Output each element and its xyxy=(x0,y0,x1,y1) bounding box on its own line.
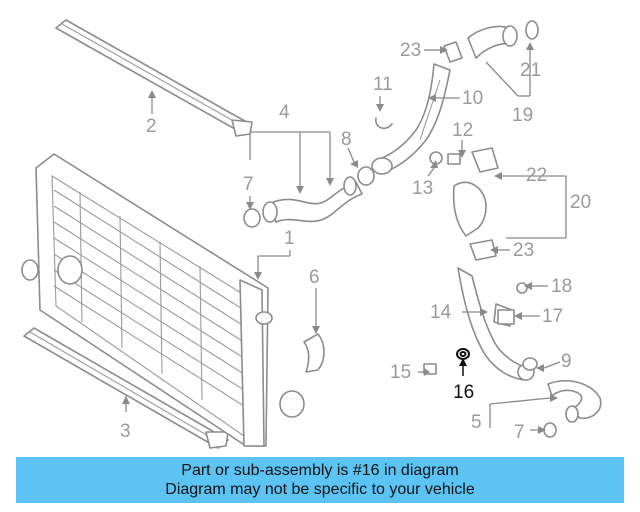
callout-22: 22 xyxy=(526,165,547,186)
part-lower-air-guide-rail xyxy=(23,327,229,449)
callout-13: 13 xyxy=(412,178,433,199)
callout-17: 17 xyxy=(542,306,563,327)
part-intercooler xyxy=(21,153,305,447)
part-charge-air-pipe xyxy=(371,63,451,175)
callout-4: 4 xyxy=(279,102,290,123)
callout-numbers: 2 3 1 6 4 7 8 11 10 23 21 19 12 13 22 20… xyxy=(120,40,591,443)
callout-18: 18 xyxy=(551,276,572,297)
part-intermediate-duct xyxy=(452,147,499,261)
callout-21: 21 xyxy=(520,60,541,81)
callout-23-bottom: 23 xyxy=(513,240,534,261)
callout-15: 15 xyxy=(390,362,411,383)
callout-5: 5 xyxy=(471,412,482,433)
callout-20: 20 xyxy=(570,192,591,213)
banner-disclaimer: Diagram may not be specific to your vehi… xyxy=(165,481,475,498)
callout-14: 14 xyxy=(430,302,452,323)
callout-11: 11 xyxy=(373,74,393,95)
part-retaining-clip xyxy=(375,117,393,130)
part-screw xyxy=(516,282,528,294)
callout-2: 2 xyxy=(146,116,157,137)
part-sensor xyxy=(497,309,515,325)
part-bracket xyxy=(303,333,325,373)
part-bolt-and-nut xyxy=(429,151,461,165)
part-charge-air-hose-left xyxy=(262,176,363,223)
part-hose-clamp xyxy=(522,357,538,371)
callout-10: 10 xyxy=(462,88,483,109)
callout-16: 16 xyxy=(453,382,474,403)
callout-8: 8 xyxy=(341,129,352,150)
part-o-ring-left xyxy=(243,208,261,228)
callout-7-right: 7 xyxy=(514,422,525,443)
callout-3: 3 xyxy=(120,421,131,442)
callout-12: 12 xyxy=(452,120,473,141)
part-charge-air-hose-right xyxy=(547,380,602,423)
callout-23-top: 23 xyxy=(400,40,421,61)
callout-9: 9 xyxy=(561,351,572,372)
callout-6: 6 xyxy=(309,267,320,288)
callout-7-left: 7 xyxy=(243,174,254,195)
leader-lines xyxy=(122,42,567,434)
callout-19: 19 xyxy=(512,105,533,126)
part-o-ring-upper xyxy=(357,166,375,186)
part-upper-hose-assembly xyxy=(443,20,539,63)
info-banner: Part or sub-assembly is #16 in diagram D… xyxy=(16,457,624,503)
callout-1: 1 xyxy=(284,228,295,249)
banner-part-notice: Part or sub-assembly is #16 in diagram xyxy=(181,462,459,479)
part-16-seal xyxy=(456,348,470,360)
parts-diagram: 2 3 1 6 4 7 8 11 10 23 21 19 12 13 22 20… xyxy=(21,19,602,449)
